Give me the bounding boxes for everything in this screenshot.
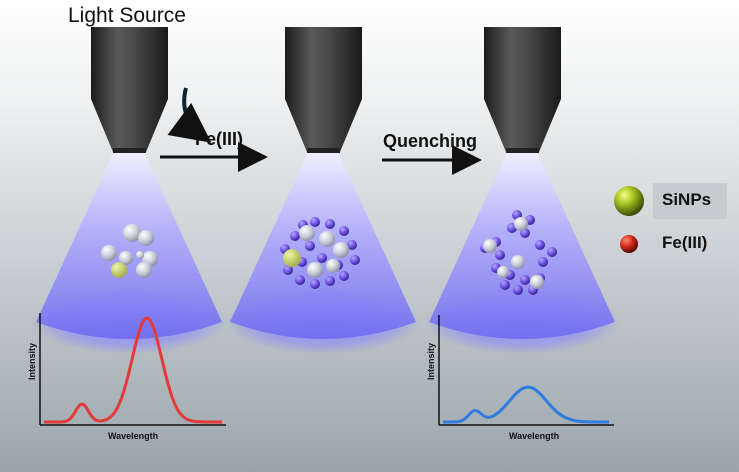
quenching-label: Quenching bbox=[383, 131, 477, 151]
curved-arrow bbox=[167, 87, 212, 143]
light-beam-3 bbox=[424, 152, 620, 354]
plot1-curve bbox=[44, 316, 222, 424]
plot1-ylabel: Intensity bbox=[27, 342, 37, 380]
lamp-1 bbox=[91, 27, 168, 153]
legend-fe-icon bbox=[620, 235, 638, 253]
spectrum-plot-2 bbox=[438, 315, 614, 426]
plot2-curve bbox=[443, 385, 609, 424]
particle-group-3 bbox=[480, 210, 557, 295]
plot2-xlabel: Wavelength bbox=[509, 431, 560, 441]
light-source-label: Light Source bbox=[68, 4, 186, 27]
particle-group-1 bbox=[101, 224, 158, 278]
plot2-ylabel: Intensity bbox=[426, 342, 436, 380]
light-beam-1 bbox=[31, 152, 227, 354]
legend-sinps-box bbox=[653, 183, 727, 219]
lamp-3 bbox=[484, 27, 561, 153]
particle-group-2 bbox=[280, 217, 360, 289]
lamp-2 bbox=[285, 27, 362, 153]
legend-sinps-icon bbox=[614, 186, 644, 216]
legend-sinps-label: SiNPs bbox=[662, 190, 712, 209]
legend-fe-label: Fe(III) bbox=[662, 233, 708, 252]
plot1-xlabel: Wavelength bbox=[108, 431, 159, 441]
fe-arrow-label: Fe(III) bbox=[195, 129, 243, 149]
light-beam-2 bbox=[225, 152, 421, 354]
spectrum-plot-1 bbox=[39, 313, 226, 426]
